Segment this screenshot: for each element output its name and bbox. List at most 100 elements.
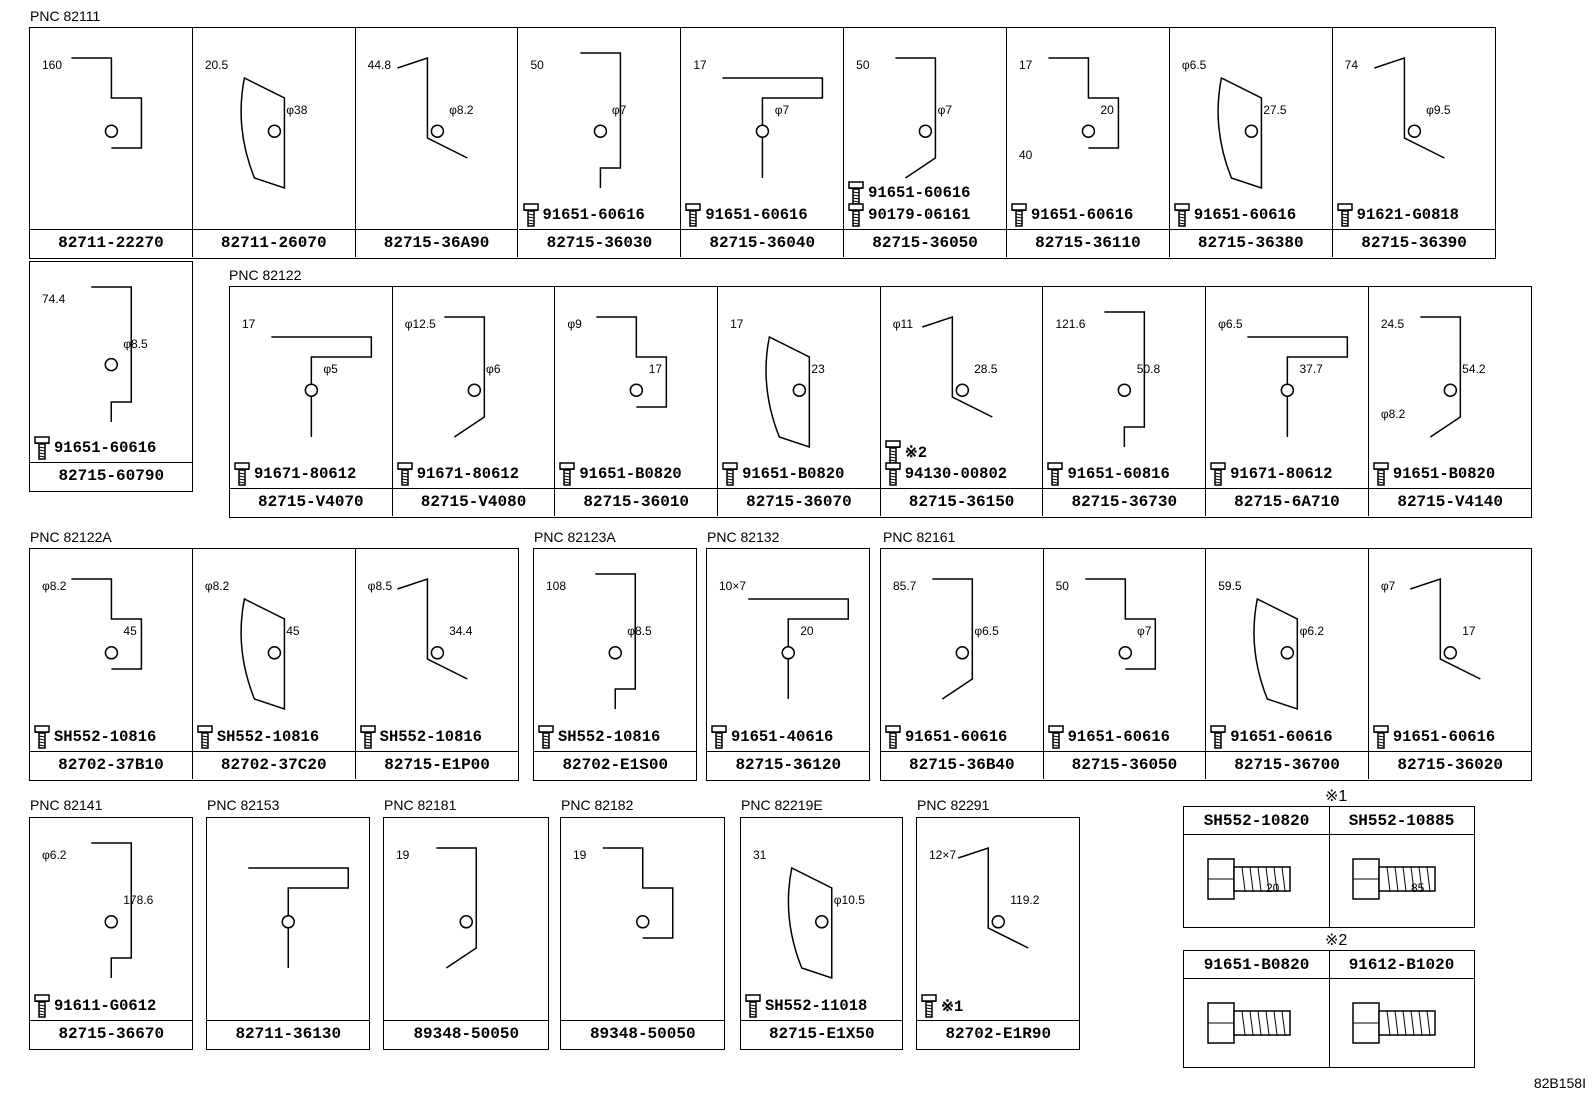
bolt-number: 91651-60616 (54, 439, 157, 457)
bolt-callout: 91651-B0820 (720, 462, 844, 486)
bolt-hole (792, 383, 807, 397)
part-drawing (1253, 597, 1299, 711)
bolt-icon (559, 462, 576, 486)
part-number[interactable]: 82715-E1P00 (355, 751, 519, 779)
part-number[interactable]: 82715-36030 (518, 229, 681, 257)
part-number[interactable]: 89348-50050 (384, 1020, 549, 1048)
part-drawing (748, 598, 849, 699)
part-cell[interactable]: 82711-36130 (207, 818, 370, 1048)
bracket-outline (1420, 316, 1461, 438)
part-number[interactable]: 82702-E1S00 (534, 751, 697, 779)
part-number[interactable]: 82715-36A90 (355, 229, 518, 257)
part-number[interactable]: 82715-V4140 (1368, 488, 1532, 516)
bolt-callout: SH552-10816 (195, 725, 319, 749)
bolt-callout: 91671-80612 (1208, 462, 1332, 486)
part-number[interactable]: 82715-V4080 (392, 488, 555, 516)
part-number[interactable]: 82702-E1R90 (917, 1020, 1080, 1048)
part-number[interactable]: 82715-36380 (1169, 229, 1332, 257)
part-number[interactable]: 82715-60790 (30, 462, 193, 490)
part-number[interactable]: 82715-36390 (1332, 229, 1496, 257)
bolt-callout: 90179-06161 (846, 203, 970, 227)
group-label: PNC 82123A (534, 529, 616, 545)
part-number[interactable]: 89348-50050 (561, 1020, 725, 1048)
part-number[interactable]: 82715-36670 (30, 1020, 193, 1048)
bolt-callout: 91651-60616 (1046, 725, 1170, 749)
diagram-code: 82B158I (1533, 1075, 1586, 1091)
dimension-label: 24.5 (1380, 317, 1405, 331)
bolt-hole (815, 915, 829, 929)
bracket-outline (396, 577, 468, 680)
dimension-label: 17 (1462, 624, 1476, 638)
part-number[interactable]: 82715-36070 (718, 488, 880, 516)
bolt-icon (396, 462, 413, 486)
part-number[interactable]: 82715-36150 (880, 488, 1043, 516)
part-number[interactable]: 82711-26070 (192, 229, 355, 257)
group-label: PNC 82161 (883, 529, 956, 545)
part-number[interactable]: 82715-36020 (1368, 751, 1532, 779)
group-label: PNC 82291 (917, 797, 990, 813)
part-number[interactable]: 82715-36B40 (881, 751, 1043, 779)
dimension-label: 40 (1019, 148, 1033, 162)
bracket-outline (396, 56, 468, 159)
part-drawing (1420, 316, 1461, 438)
part-number[interactable]: 82715-36700 (1206, 751, 1368, 779)
part-number[interactable]: 82702-37C20 (192, 751, 355, 779)
bolt-hole (104, 357, 118, 372)
part-number[interactable]: 82715-36010 (555, 488, 718, 516)
part-number[interactable]: 82711-22270 (30, 229, 192, 257)
bracket-outline (1104, 311, 1146, 447)
bolt-number: 91671-80612 (1230, 465, 1333, 483)
part-drawing (1373, 56, 1445, 159)
part-number[interactable]: 82702-37B10 (30, 751, 192, 779)
part-number[interactable]: 82715-V4070 (230, 488, 392, 516)
part-number[interactable]: 82715-36120 (707, 751, 870, 779)
dimension-label: φ8.2 (449, 103, 474, 117)
part-number[interactable]: 82715-36050 (1043, 751, 1206, 779)
bolt-number: 91651-60616 (705, 206, 808, 224)
bolt-hole (1118, 646, 1132, 660)
bracket-outline (1253, 597, 1299, 711)
part-number[interactable]: 82715-36110 (1007, 229, 1169, 257)
part-number[interactable]: 82715-6A710 (1206, 488, 1368, 516)
part-number[interactable]: 82715-36730 (1043, 488, 1206, 516)
bolt-callout: SH552-11018 (743, 994, 867, 1018)
part-number[interactable]: 82715-36040 (681, 229, 844, 257)
part-number[interactable]: 82711-36130 (207, 1020, 370, 1048)
part-number[interactable]: 82715-36050 (844, 229, 1006, 257)
bracket-outline (1247, 336, 1349, 437)
part-number[interactable]: 82715-E1X50 (741, 1020, 903, 1048)
